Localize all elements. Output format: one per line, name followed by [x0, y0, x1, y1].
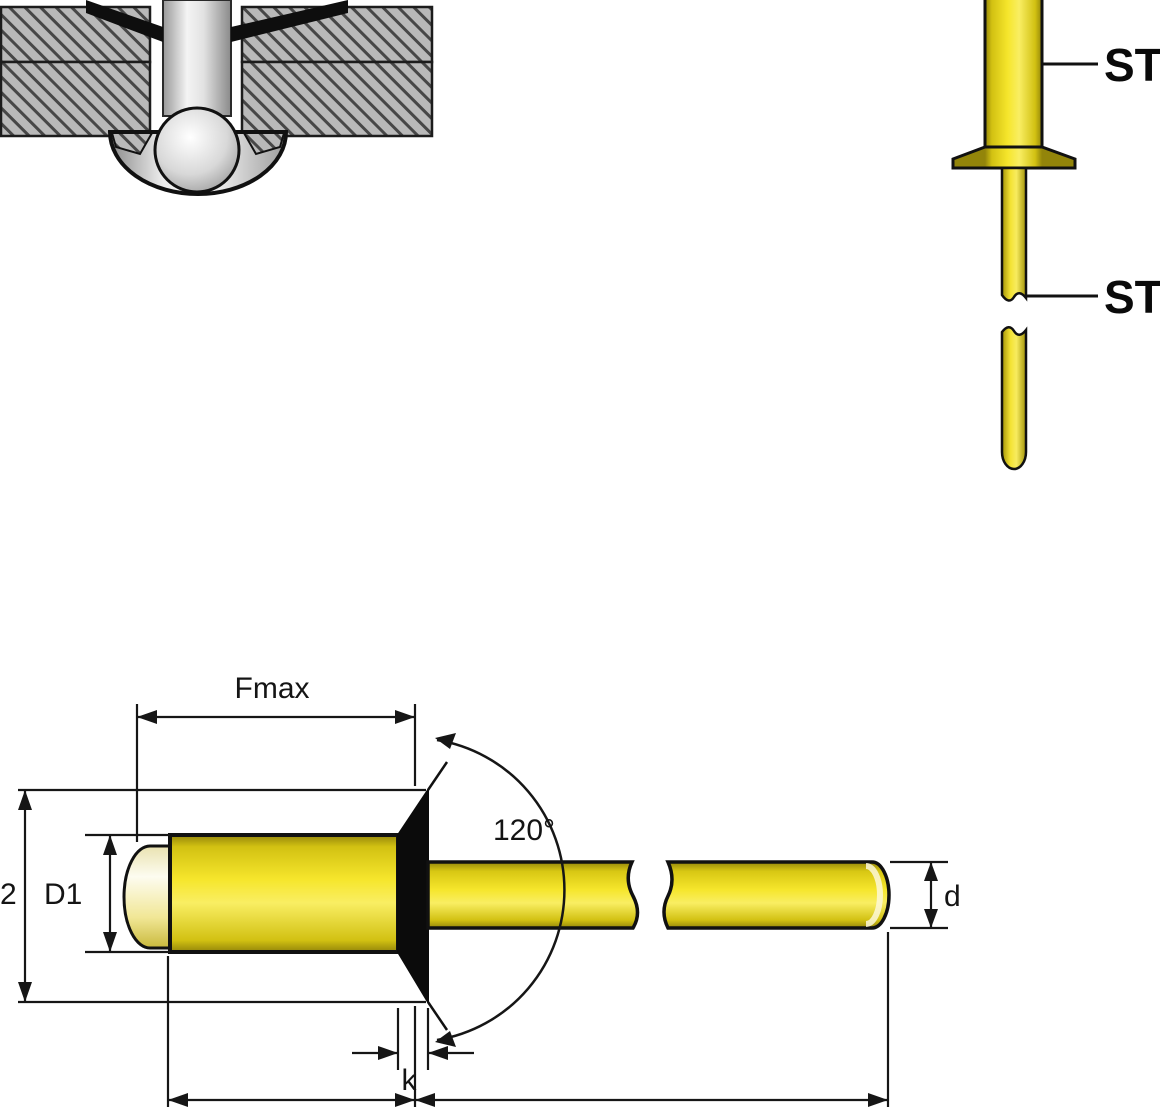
rivet-drawing	[122, 761, 891, 1031]
mandrel-head-ball	[153, 106, 241, 194]
callout-label-body: ST	[1104, 39, 1160, 91]
angle-dimension	[435, 733, 566, 1047]
angle-extension-bottom	[426, 1001, 449, 1031]
rivet-side-view: ST ST	[951, 0, 1160, 471]
rivet-stem	[162, 0, 232, 117]
rivet-body	[168, 833, 400, 954]
countersunk-head	[397, 786, 429, 1006]
mandrel-shaft-right	[662, 860, 891, 930]
head-section-left	[86, 0, 163, 42]
mandrel-tip-highlight	[865, 863, 883, 927]
angle-extension-top	[426, 761, 449, 791]
k-dimension	[352, 1008, 474, 1070]
d-dimension	[890, 860, 948, 930]
fmax-label: Fmax	[235, 672, 310, 705]
rivet-flange	[951, 145, 1077, 170]
mandrel-shaft-left	[426, 860, 640, 930]
mandrel-lower	[1000, 326, 1028, 471]
bulb-section-left	[110, 132, 154, 156]
bulb-section-right	[242, 132, 286, 156]
fmax-dimension	[135, 704, 417, 842]
upper-plate-right	[240, 5, 434, 64]
d2-label: 2	[0, 878, 17, 911]
d-label: d	[944, 880, 961, 913]
length-dimension	[166, 932, 890, 1107]
rivet-body	[983, 0, 1044, 149]
callout-label-mandrel: ST	[1104, 271, 1160, 323]
plate-stack	[0, 5, 434, 138]
dimensions	[18, 704, 948, 1107]
lower-plate-right	[240, 60, 434, 138]
d1-label: D1	[44, 878, 82, 911]
dimension-drawing: Fmax 120° 2 D1 d k	[0, 672, 961, 1107]
mandrel-upper	[1000, 166, 1028, 302]
d1-dimension	[85, 833, 170, 954]
lower-plate-left	[0, 60, 152, 138]
k-label: k	[402, 1064, 418, 1097]
installed-section-view	[0, 0, 434, 196]
angle-label: 120°	[493, 814, 555, 847]
dimension-labels: Fmax 120° 2 D1 d k	[0, 672, 961, 1097]
mandrel-head	[122, 844, 172, 950]
head-section-right	[231, 0, 348, 42]
d2-dimension	[18, 788, 426, 1004]
